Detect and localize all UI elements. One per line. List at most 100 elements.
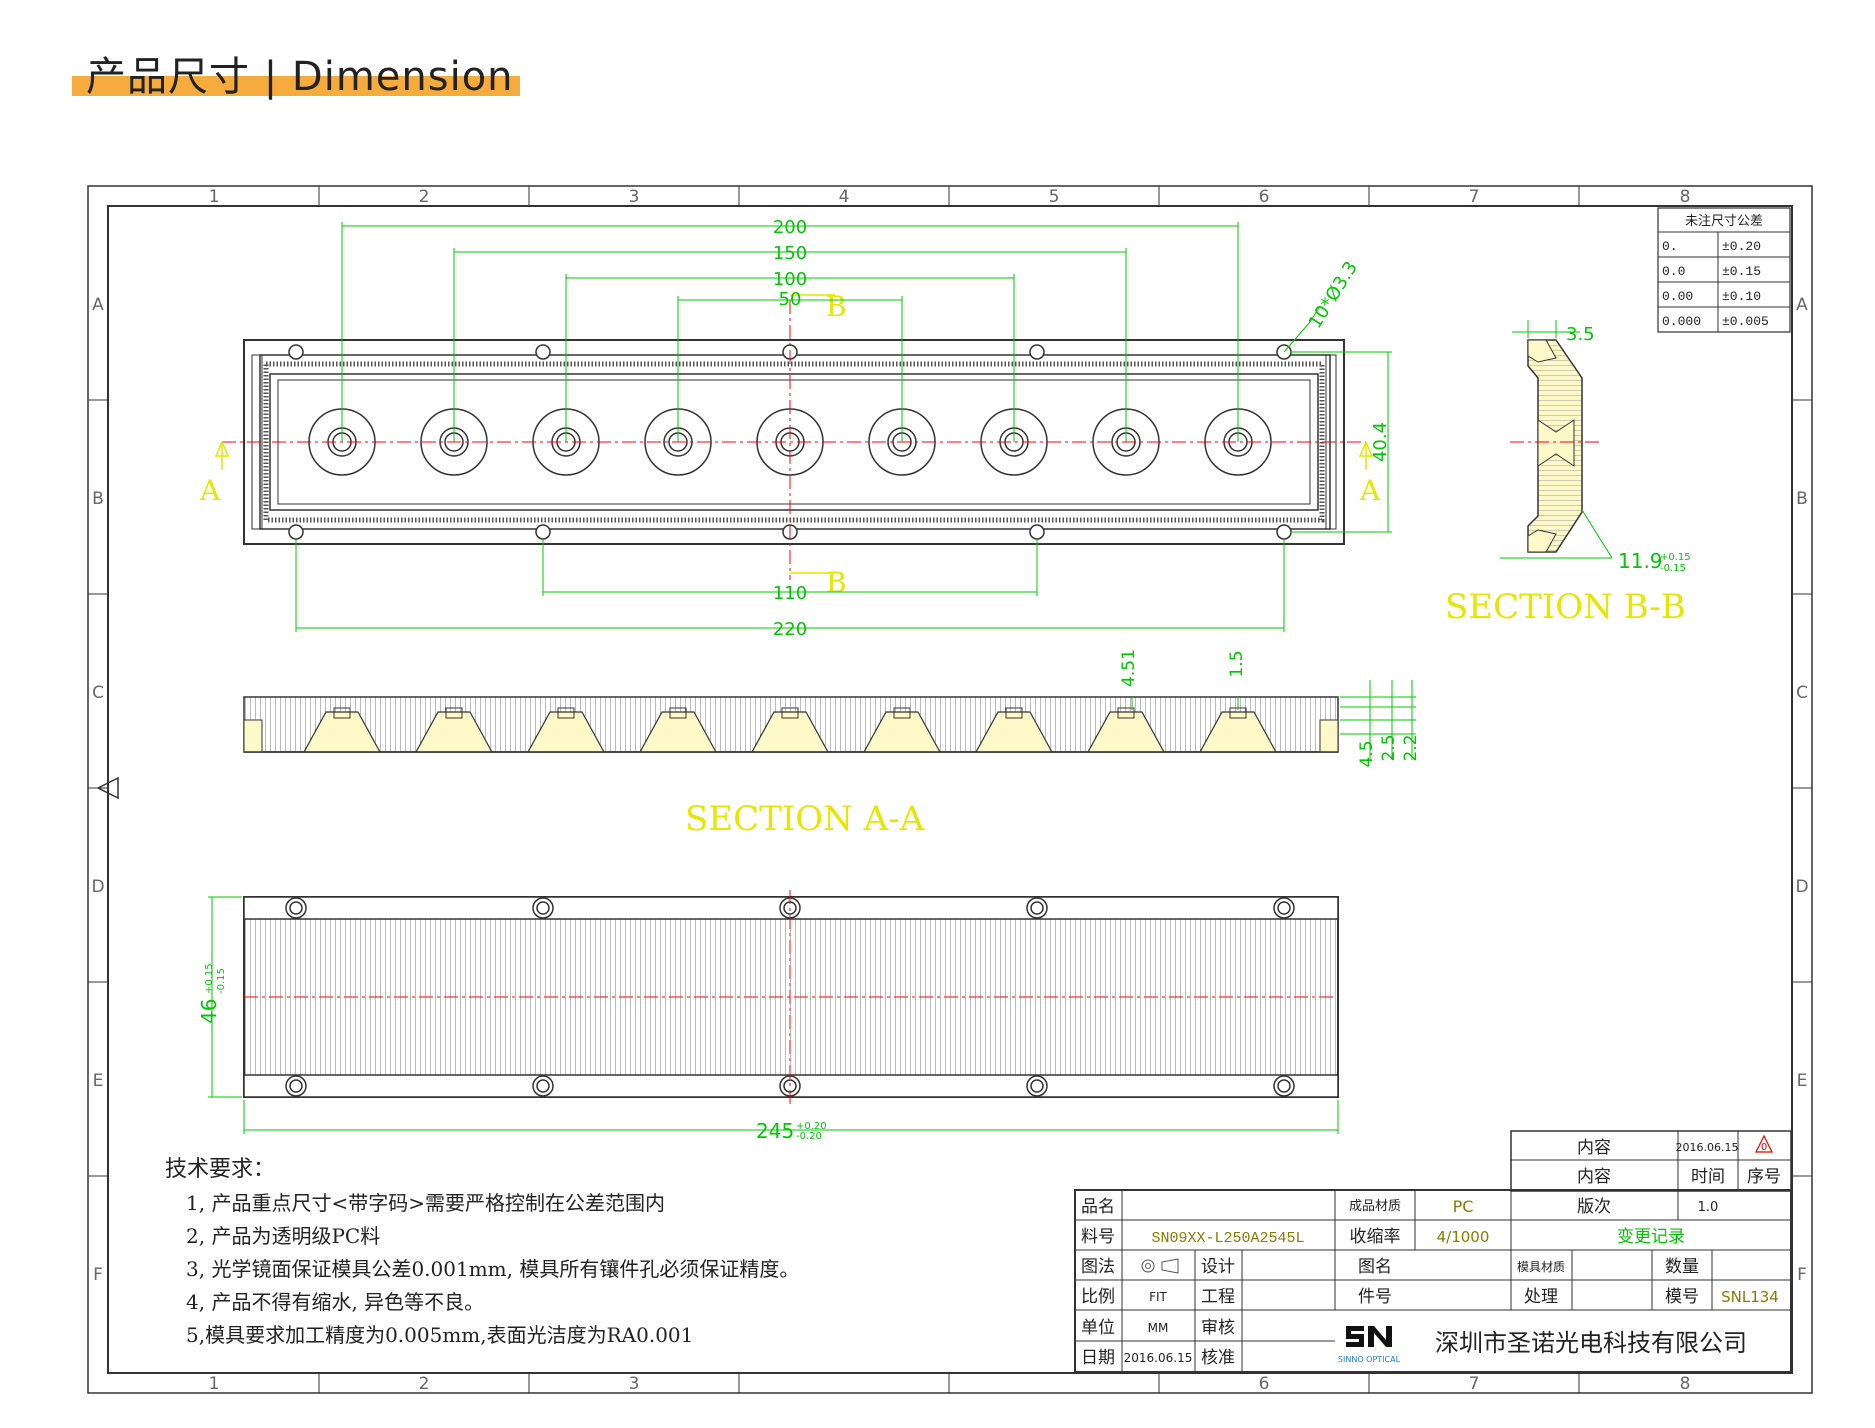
tech-requirement-3: 3, 光学镜面保证模具公差0.001mm, 模具所有镶件孔必须保证精度。 <box>186 1257 799 1281</box>
tolerance-row-3-value: ±0.10 <box>1722 289 1761 304</box>
change-record: 变更记录 <box>1617 1227 1685 1247</box>
rev-date: 2016.06.15 <box>1676 1141 1739 1154</box>
date-label: 日期 <box>1081 1348 1115 1368</box>
section-b-marker-top: B <box>826 290 847 323</box>
dim-46-tol-down: -0.15 <box>216 968 227 994</box>
version-value: 1.0 <box>1698 1200 1719 1215</box>
section-b-marker-bottom: B <box>826 566 847 599</box>
rev-header: 内容 <box>1577 1138 1611 1158</box>
mold-no-value: SNL134 <box>1721 1288 1779 1306</box>
unit-label: 单位 <box>1081 1318 1115 1338</box>
grid-col-7-bottom: 7 <box>1469 1374 1480 1394</box>
product-name-label: 品名 <box>1081 1197 1115 1217</box>
grid-col-3-bottom: 3 <box>629 1374 640 1394</box>
grid-row-b-left: B <box>92 489 104 509</box>
grid-col-8-bottom: 8 <box>1680 1374 1691 1394</box>
grid-col-6-bottom: 6 <box>1259 1374 1270 1394</box>
shrink-label: 收缩率 <box>1350 1227 1401 1247</box>
tech-requirement-1: 1, 产品重点尺寸<带字码>需要严格控制在公差范围内 <box>186 1191 665 1215</box>
tolerance-table-title: 未注尺寸公差 <box>1685 214 1763 229</box>
item-no-label: 件号 <box>1358 1287 1392 1307</box>
section-bb-view <box>1510 339 1600 553</box>
tolerance-row-1-format: 0. <box>1662 239 1678 254</box>
top-view-dimensions <box>295 222 1392 632</box>
grid-col-5-top: 5 <box>1049 187 1060 207</box>
drawing-name-label: 图名 <box>1358 1257 1392 1277</box>
dim-46: 46 <box>197 999 221 1024</box>
dim-50: 50 <box>779 289 802 310</box>
grid-col-7-top: 7 <box>1469 187 1480 207</box>
tech-requirement-5: 5,模具要求加工精度为0.005mm,表面光洁度为RA0.001 <box>186 1323 693 1347</box>
grid-col-1-top: 1 <box>209 187 220 207</box>
approve-label: 核准 <box>1201 1348 1235 1368</box>
tolerance-row-4-value: ±0.005 <box>1722 314 1769 329</box>
section-aa-view <box>243 696 1339 753</box>
grid-row-f-right: F <box>1797 1265 1807 1285</box>
material-label: 成品材质 <box>1349 1199 1401 1214</box>
bottom-view <box>243 890 1339 1104</box>
section-a-marker-right: A <box>1359 474 1381 507</box>
grid-col-4-top: 4 <box>839 187 850 207</box>
border-grid-ticks <box>88 186 1812 1393</box>
border-grid-labels: 1 2 3 4 5 6 7 8 1 2 3 6 7 8 A B C D E F … <box>91 187 1808 1394</box>
grid-col-8-top: 8 <box>1680 187 1691 207</box>
grid-col-2-bottom: 2 <box>419 1374 430 1394</box>
grid-row-c-left: C <box>92 683 104 703</box>
tech-requirements: 技术要求： 1, 产品重点尺寸<带字码>需要严格控制在公差范围内 2, 产品为透… <box>165 1157 799 1347</box>
dim-11-9-tol-up: +0.15 <box>1660 552 1691 563</box>
grid-row-f-left: F <box>93 1265 103 1285</box>
scale-label: 比例 <box>1081 1287 1115 1307</box>
projection-label: 图法 <box>1081 1257 1115 1277</box>
shrink-value: 4/1000 <box>1437 1228 1490 1246</box>
section-a-marker-left: A <box>199 474 221 507</box>
header-accent-bar <box>72 76 520 96</box>
review-label: 审核 <box>1201 1318 1235 1338</box>
dim-3-5: 3.5 <box>1566 324 1595 345</box>
dim-245-tol-down: -0.20 <box>796 1131 822 1142</box>
dim-100: 100 <box>773 269 807 290</box>
tolerance-row-3-format: 0.00 <box>1662 289 1693 304</box>
dim-245: 245 <box>756 1119 794 1143</box>
dim-220: 220 <box>773 619 807 640</box>
section-aa-dimensions <box>1131 680 1416 760</box>
engineering-label: 工程 <box>1201 1287 1235 1307</box>
dim-150: 150 <box>773 243 807 264</box>
tolerance-table: 未注尺寸公差 0. ±0.20 0.0 ±0.15 0.00 ±0.10 0.0… <box>1657 207 1791 333</box>
grid-col-6-top: 6 <box>1259 187 1270 207</box>
unit-value: MM <box>1148 1321 1169 1335</box>
dim-200: 200 <box>773 217 807 238</box>
rev-col-seq: 序号 <box>1747 1167 1781 1187</box>
drawing-frame <box>87 185 1813 1394</box>
grid-row-c-right: C <box>1796 683 1808 703</box>
mold-no-label: 模号 <box>1665 1287 1699 1307</box>
material-value: PC <box>1453 1197 1474 1216</box>
grid-col-3-top: 3 <box>629 187 640 207</box>
dim-2-2: 2.2 <box>1401 734 1421 761</box>
title-block <box>1074 1130 1792 1373</box>
tech-requirements-heading: 技术要求： <box>165 1157 275 1182</box>
dim-245-tol-up: +0.20 <box>796 1121 827 1132</box>
part-no-label: 料号 <box>1081 1227 1115 1247</box>
tolerance-row-2-format: 0.0 <box>1662 264 1685 279</box>
dim-holes: 10*Ø3.3 <box>1305 258 1362 332</box>
rev-col-content: 内容 <box>1577 1167 1611 1187</box>
dim-11-9-tol-down: -0.15 <box>1660 563 1686 574</box>
scale-value: FIT <box>1149 1290 1167 1304</box>
dim-40-4: 40.4 <box>1370 422 1391 462</box>
mold-material-label: 模具材质 <box>1517 1260 1565 1274</box>
design-label: 设计 <box>1201 1257 1235 1277</box>
dim-4-51: 4.51 <box>1119 649 1139 687</box>
tolerance-row-1-value: ±0.20 <box>1722 239 1761 254</box>
part-no-value: SN09XX-L250A2545L <box>1151 1230 1304 1247</box>
section-bb-label: SECTION B-B <box>1445 587 1686 627</box>
tolerance-row-2-value: ±0.15 <box>1722 264 1761 279</box>
section-aa-label: SECTION A-A <box>685 799 925 839</box>
quantity-label: 数量 <box>1665 1257 1699 1277</box>
grid-row-e-right: E <box>1797 1071 1808 1091</box>
dim-11-9: 11.9 <box>1618 549 1663 573</box>
dim-4-5: 4.5 <box>1357 740 1377 767</box>
grid-row-a-right: A <box>1796 295 1808 315</box>
grid-row-d-right: D <box>1795 877 1808 897</box>
grid-col-2-top: 2 <box>419 187 430 207</box>
